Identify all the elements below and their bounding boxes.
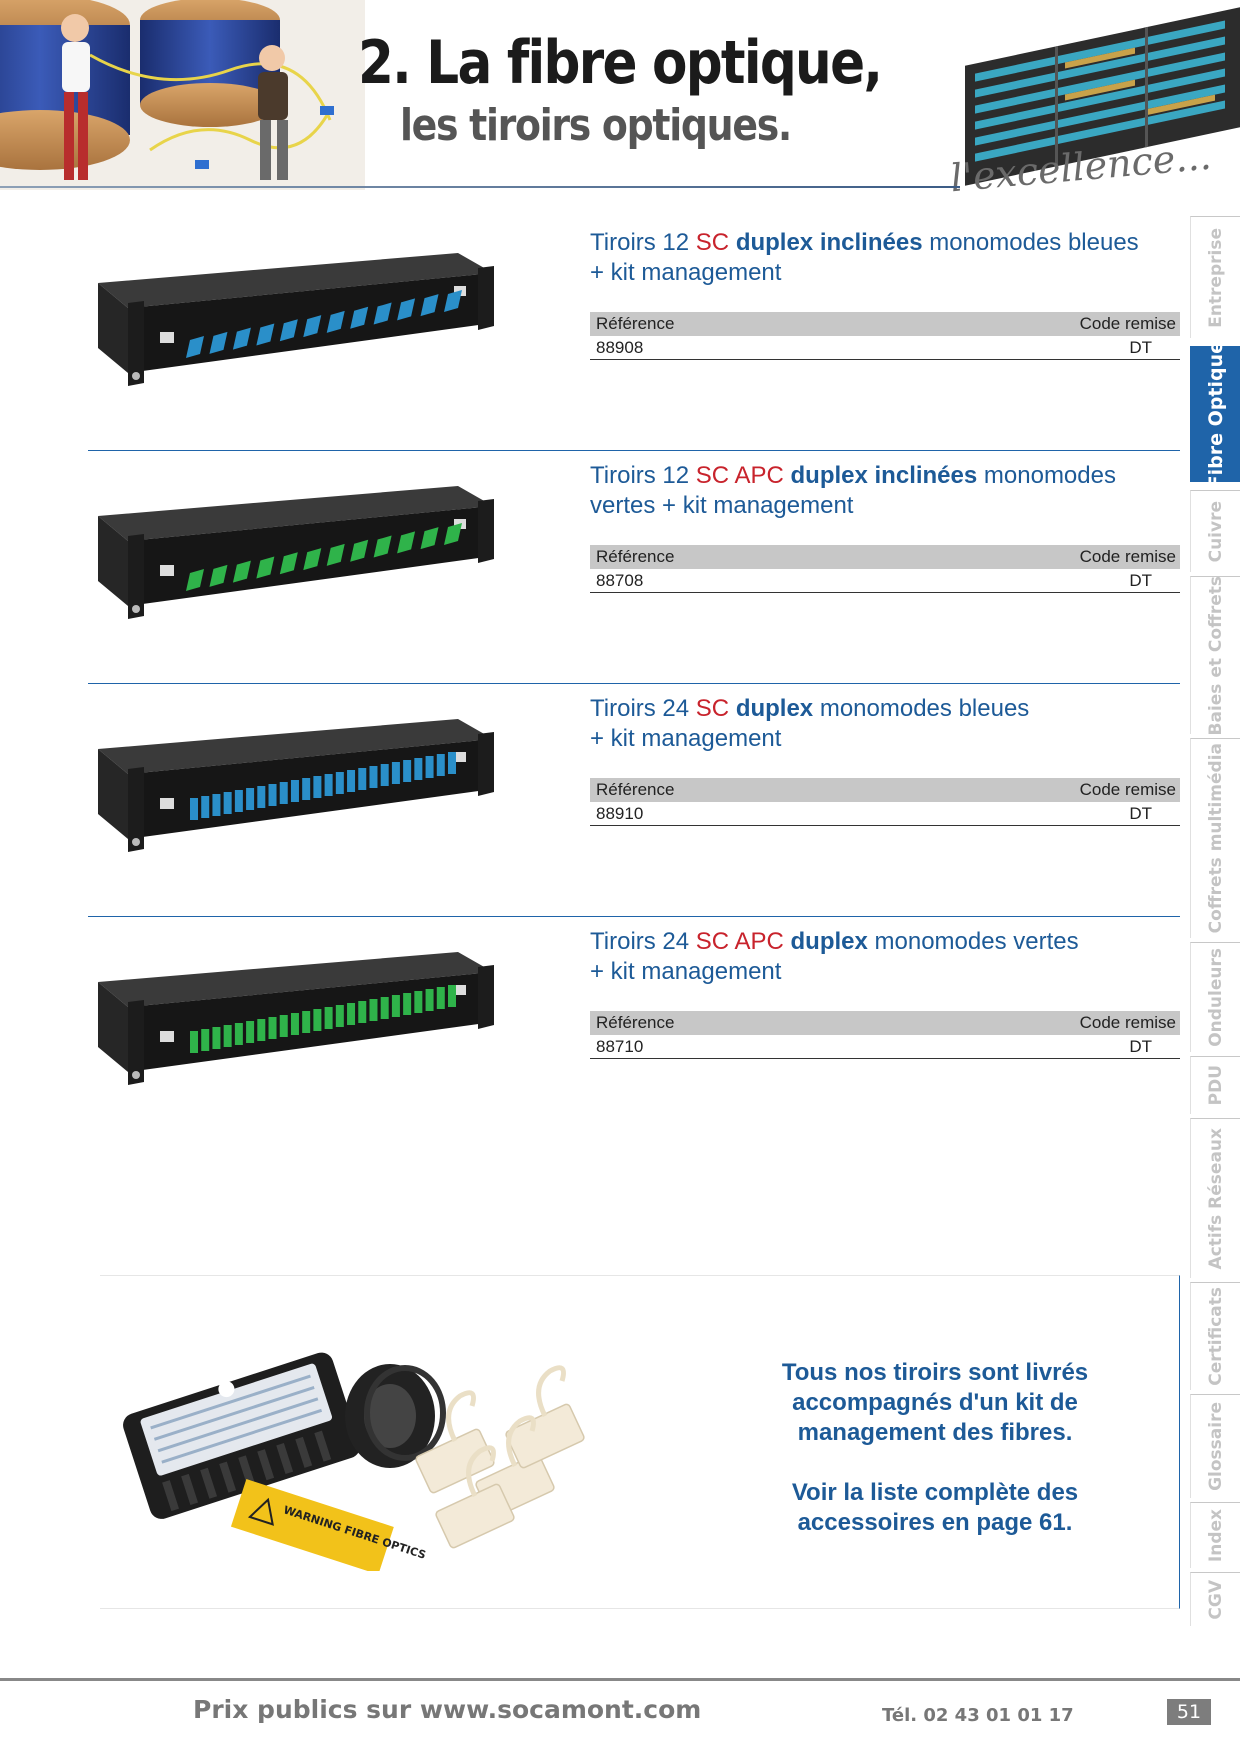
fiber-drawer-photo (98, 486, 494, 619)
table-row: 88908 DT (590, 336, 1180, 360)
reference-table: Référence Code remise 88908 DT (590, 312, 1180, 360)
code-value: DT (1129, 570, 1152, 590)
product-card: Tiroirs 12 SC duplex inclinées monomodes… (88, 218, 1180, 452)
page-number: 51 (1167, 1699, 1211, 1725)
management-kit-photo: WARNING FIBRE OPTICS (123, 1352, 585, 1571)
kit-delivery-note: Tous nos tiroirs sont livrés accompagnés… (781, 1359, 1089, 1446)
code-value: DT (1129, 1036, 1152, 1056)
management-kit-box: WARNING FIBRE OPTICS Tous nos tiroirs so… (100, 1275, 1180, 1609)
tab-entreprise[interactable]: Entreprise (1190, 216, 1240, 338)
tab-pdu[interactable]: PDU (1190, 1056, 1240, 1114)
code-column-header: Code remise (1079, 1013, 1176, 1032)
code-value: DT (1129, 803, 1152, 823)
tab-certificats[interactable]: Certificats (1190, 1282, 1240, 1390)
reference-table-header: Référence Code remise (590, 778, 1180, 802)
tab-cgv[interactable]: CGV (1190, 1572, 1240, 1626)
tab-actifs-reseaux[interactable]: Actifs Réseaux (1190, 1118, 1240, 1278)
reference-column-header: Référence (596, 1013, 675, 1032)
product-name: Tiroirs 12 SC APC duplex inclinées monom… (590, 462, 1116, 519)
fiber-drawer-photo (98, 253, 494, 386)
network-rack-photo (945, 0, 1240, 190)
product-name: Tiroirs 12 SC duplex inclinées monomodes… (590, 229, 1139, 286)
children-cable-spools-photo (0, 0, 365, 190)
reference-column-header: Référence (596, 547, 675, 566)
product-card: Tiroirs 24 SC duplex monomodes bleues+ k… (88, 684, 1180, 918)
code-column-header: Code remise (1079, 314, 1176, 333)
reference-column-header: Référence (596, 314, 675, 333)
table-row: 88710 DT (590, 1035, 1180, 1059)
kit-info-text: Tous nos tiroirs sont livrés accompagnés… (740, 1358, 1130, 1538)
reference-table-header: Référence Code remise (590, 1011, 1180, 1035)
page-subtitle: les tiroirs optiques. (400, 100, 792, 151)
table-row: 88910 DT (590, 802, 1180, 826)
code-column-header: Code remise (1079, 547, 1176, 566)
reference-table-header: Référence Code remise (590, 545, 1180, 569)
code-value: DT (1129, 337, 1152, 357)
reference-value: 88908 (596, 337, 644, 357)
header-divider (0, 186, 960, 188)
product-divider (88, 450, 1180, 451)
accessories-page-note: Voir la liste complète des accessoires e… (791, 1479, 1079, 1536)
reference-value: 88710 (596, 1036, 644, 1056)
product-divider (88, 683, 1180, 684)
product-name: Tiroirs 24 SC duplex monomodes bleues+ k… (590, 695, 1030, 752)
product-divider (88, 916, 1180, 917)
tab-onduleurs[interactable]: Onduleurs (1190, 942, 1240, 1052)
tab-coffrets-multimedia[interactable]: Coffrets multimédia (1190, 738, 1240, 938)
page-title: 2. La fibre optique, (358, 28, 883, 98)
footer-phone: Tél. 02 43 01 01 17 (882, 1705, 1074, 1726)
reference-column-header: Référence (596, 780, 675, 799)
reference-table: Référence Code remise 88708 DT (590, 545, 1180, 593)
code-column-header: Code remise (1079, 780, 1176, 799)
fiber-drawer-photo (98, 952, 494, 1085)
tab-index[interactable]: Index (1190, 1502, 1240, 1568)
section-tabs: Entreprise Fibre Optique Cuivre Baies et… (1190, 216, 1240, 1626)
table-row: 88708 DT (590, 569, 1180, 593)
footer-divider (0, 1678, 1240, 1681)
product-card: Tiroirs 24 SC APC duplex monomodes verte… (88, 917, 1180, 1151)
page-header: 2. La fibre optique, les tiroirs optique… (0, 0, 1240, 200)
product-card: Tiroirs 12 SC APC duplex inclinées monom… (88, 451, 1180, 685)
fiber-drawer-photo (98, 719, 494, 852)
tab-cuivre[interactable]: Cuivre (1190, 490, 1240, 572)
footer-website[interactable]: Prix publics sur www.socamont.com (193, 1695, 702, 1724)
tab-glossaire[interactable]: Glossaire (1190, 1394, 1240, 1498)
tab-fibre-optique[interactable]: Fibre Optique (1190, 341, 1240, 488)
reference-table-header: Référence Code remise (590, 312, 1180, 336)
reference-table: Référence Code remise 88910 DT (590, 778, 1180, 826)
reference-value: 88910 (596, 803, 644, 823)
reference-value: 88708 (596, 570, 644, 590)
product-name: Tiroirs 24 SC APC duplex monomodes verte… (590, 928, 1079, 985)
reference-table: Référence Code remise 88710 DT (590, 1011, 1180, 1059)
tab-baies-et-coffrets[interactable]: Baies et Coffrets (1190, 576, 1240, 735)
